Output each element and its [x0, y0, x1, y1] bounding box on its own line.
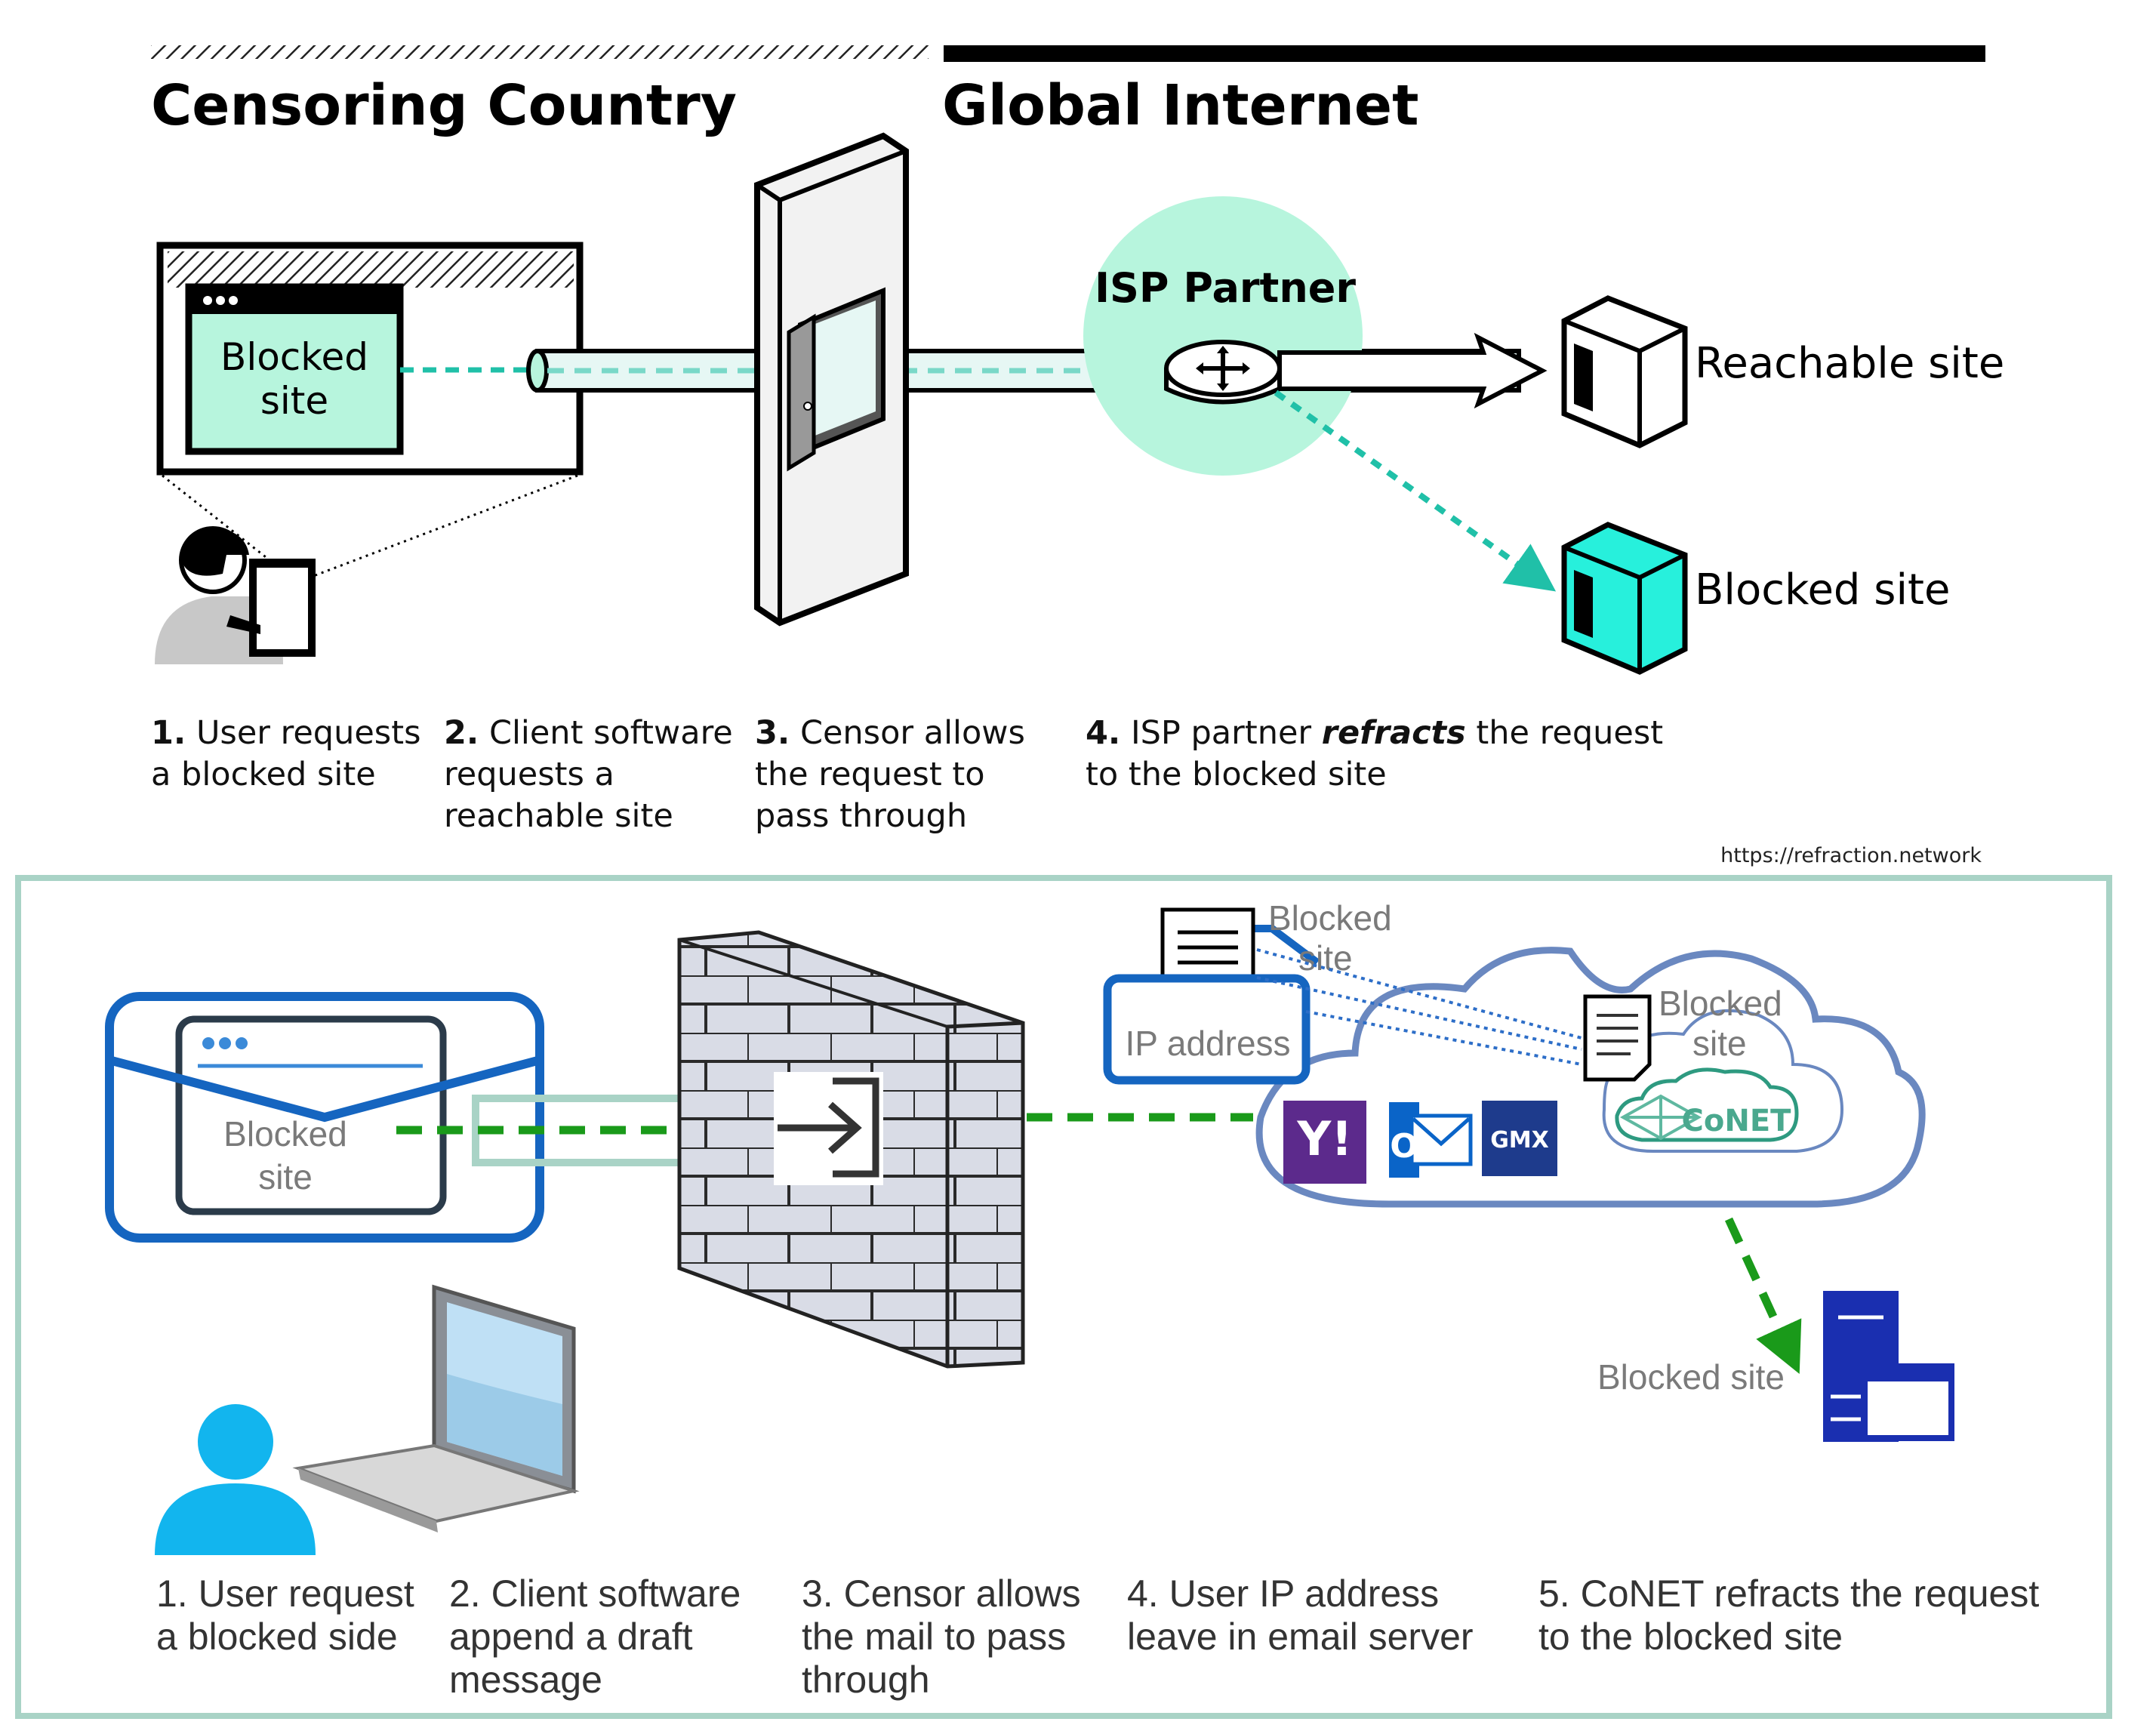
user-icon [155, 1404, 316, 1555]
refract-path [1724, 1217, 1802, 1375]
svg-text:Y!: Y! [1296, 1111, 1352, 1166]
blocked-server-icon [1561, 522, 1688, 675]
svg-text:message: message [449, 1659, 602, 1701]
reachable-site-label: Reachable site [1695, 339, 2004, 388]
svg-text:2. Client software: 2. Client software [449, 1572, 741, 1615]
svg-text:1. User request: 1. User request [156, 1572, 414, 1615]
window-label-line1: Blocked [220, 335, 368, 379]
sign-in-icon [778, 1077, 879, 1178]
reachable-server-icon [1561, 295, 1688, 448]
conet-logo-icon: CoNET [1615, 1067, 1799, 1142]
top-step-2: 2. Client software requests a reachable … [444, 714, 733, 835]
yahoo-mail-icon: Y! [1283, 1101, 1366, 1184]
window-label-line2: site [260, 379, 328, 423]
blocked-site-label-2: Blocked site [1597, 1357, 1785, 1397]
refract-arrow-blocked [1274, 390, 1557, 592]
svg-text:pass through: pass through [755, 797, 967, 835]
envelope-label-line1: Blocked [223, 1114, 347, 1153]
bottom-step-1: 1. User request a blocked side [156, 1572, 414, 1658]
svg-text:a blocked site: a blocked site [151, 756, 376, 793]
isp-partner-label: ISP Partner [1095, 264, 1356, 312]
email-envelope-icon: Blocked site [105, 992, 544, 1243]
screen-frame: Blocked site [156, 242, 584, 476]
svg-text:to the blocked site: to the blocked site [1538, 1615, 1843, 1658]
svg-text:4. ISP partner refracts the re: 4. ISP partner refracts the request [1086, 714, 1663, 752]
doc1-label-line1: Blocked [1268, 898, 1392, 938]
user-at-laptop-icon [155, 526, 316, 664]
bottom-panel: Blocked site [15, 875, 2112, 1719]
ip-address-box: IP address [1103, 907, 1320, 1085]
doc1-label-line2: site [1298, 938, 1353, 978]
svg-text:the mail to pass: the mail to pass [802, 1615, 1066, 1658]
bottom-step-5: 5. CoNET refracts the request to the blo… [1538, 1572, 2039, 1658]
firewall-icon [677, 930, 1025, 1369]
svg-text:2. Client software: 2. Client software [444, 714, 733, 752]
outlook-icon: O [1389, 1102, 1473, 1178]
svg-text:1. User requests: 1. User requests [151, 714, 420, 752]
source-url: https://refraction.network [1720, 844, 1982, 867]
global-internet-heading: Global Internet [942, 73, 1419, 138]
top-panel: Censoring Country Global Internet Blocke… [151, 45, 2004, 867]
svg-text:append a draft: append a draft [449, 1615, 693, 1658]
isp-partner: ISP Partner [1083, 196, 1363, 476]
svg-text:through: through [802, 1659, 930, 1701]
svg-text:5. CoNET refracts the request: 5. CoNET refracts the request [1538, 1572, 2039, 1615]
top-step-3: 3. Censor allows the request to pass thr… [755, 714, 1025, 835]
svg-text:a blocked side: a blocked side [156, 1615, 398, 1658]
blocked-server-icon-2 [1823, 1291, 1954, 1442]
svg-text:GMX: GMX [1490, 1127, 1549, 1153]
svg-text:to the blocked site: to the blocked site [1086, 756, 1387, 793]
svg-text:3. Censor allows: 3. Censor allows [802, 1572, 1081, 1615]
svg-text:requests a: requests a [444, 756, 614, 793]
cloud-document-icon [1583, 994, 1652, 1082]
gmx-icon: GMX [1482, 1101, 1557, 1176]
svg-text:leave in email server: leave in email server [1127, 1615, 1474, 1658]
envelope-label-line2: site [258, 1157, 313, 1197]
top-step-1: 1. User requests a blocked site [151, 714, 420, 793]
svg-text:O: O [1390, 1127, 1418, 1166]
bottom-step-3: 3. Censor allows the mail to pass throug… [802, 1572, 1081, 1701]
doc2-label-line2: site [1692, 1024, 1747, 1063]
censor-wall [754, 132, 909, 627]
blocked-site-label: Blocked site [1695, 565, 1950, 614]
global-internet-bar [944, 45, 1985, 62]
svg-text:reachable site: reachable site [444, 797, 673, 835]
svg-text:3. Censor allows: 3. Censor allows [755, 714, 1025, 752]
doc2-label-line1: Blocked [1659, 984, 1782, 1023]
svg-text:4. User IP address: 4. User IP address [1127, 1572, 1439, 1615]
svg-text:the request to: the request to [755, 756, 985, 793]
censoring-country-bar [151, 45, 929, 59]
laptop-icon [292, 1284, 580, 1532]
bottom-step-2: 2. Client software append a draft messag… [449, 1572, 741, 1701]
top-step-4: 4. ISP partner refracts the request to t… [1086, 714, 1663, 793]
conet-label: CoNET [1682, 1104, 1792, 1138]
refract-arrow-reachable [1277, 332, 1548, 409]
ip-address-label: IP address [1125, 1024, 1290, 1063]
bottom-step-4: 4. User IP address leave in email server [1127, 1572, 1474, 1658]
censoring-country-heading: Censoring Country [151, 73, 737, 138]
router-icon [1164, 340, 1282, 405]
